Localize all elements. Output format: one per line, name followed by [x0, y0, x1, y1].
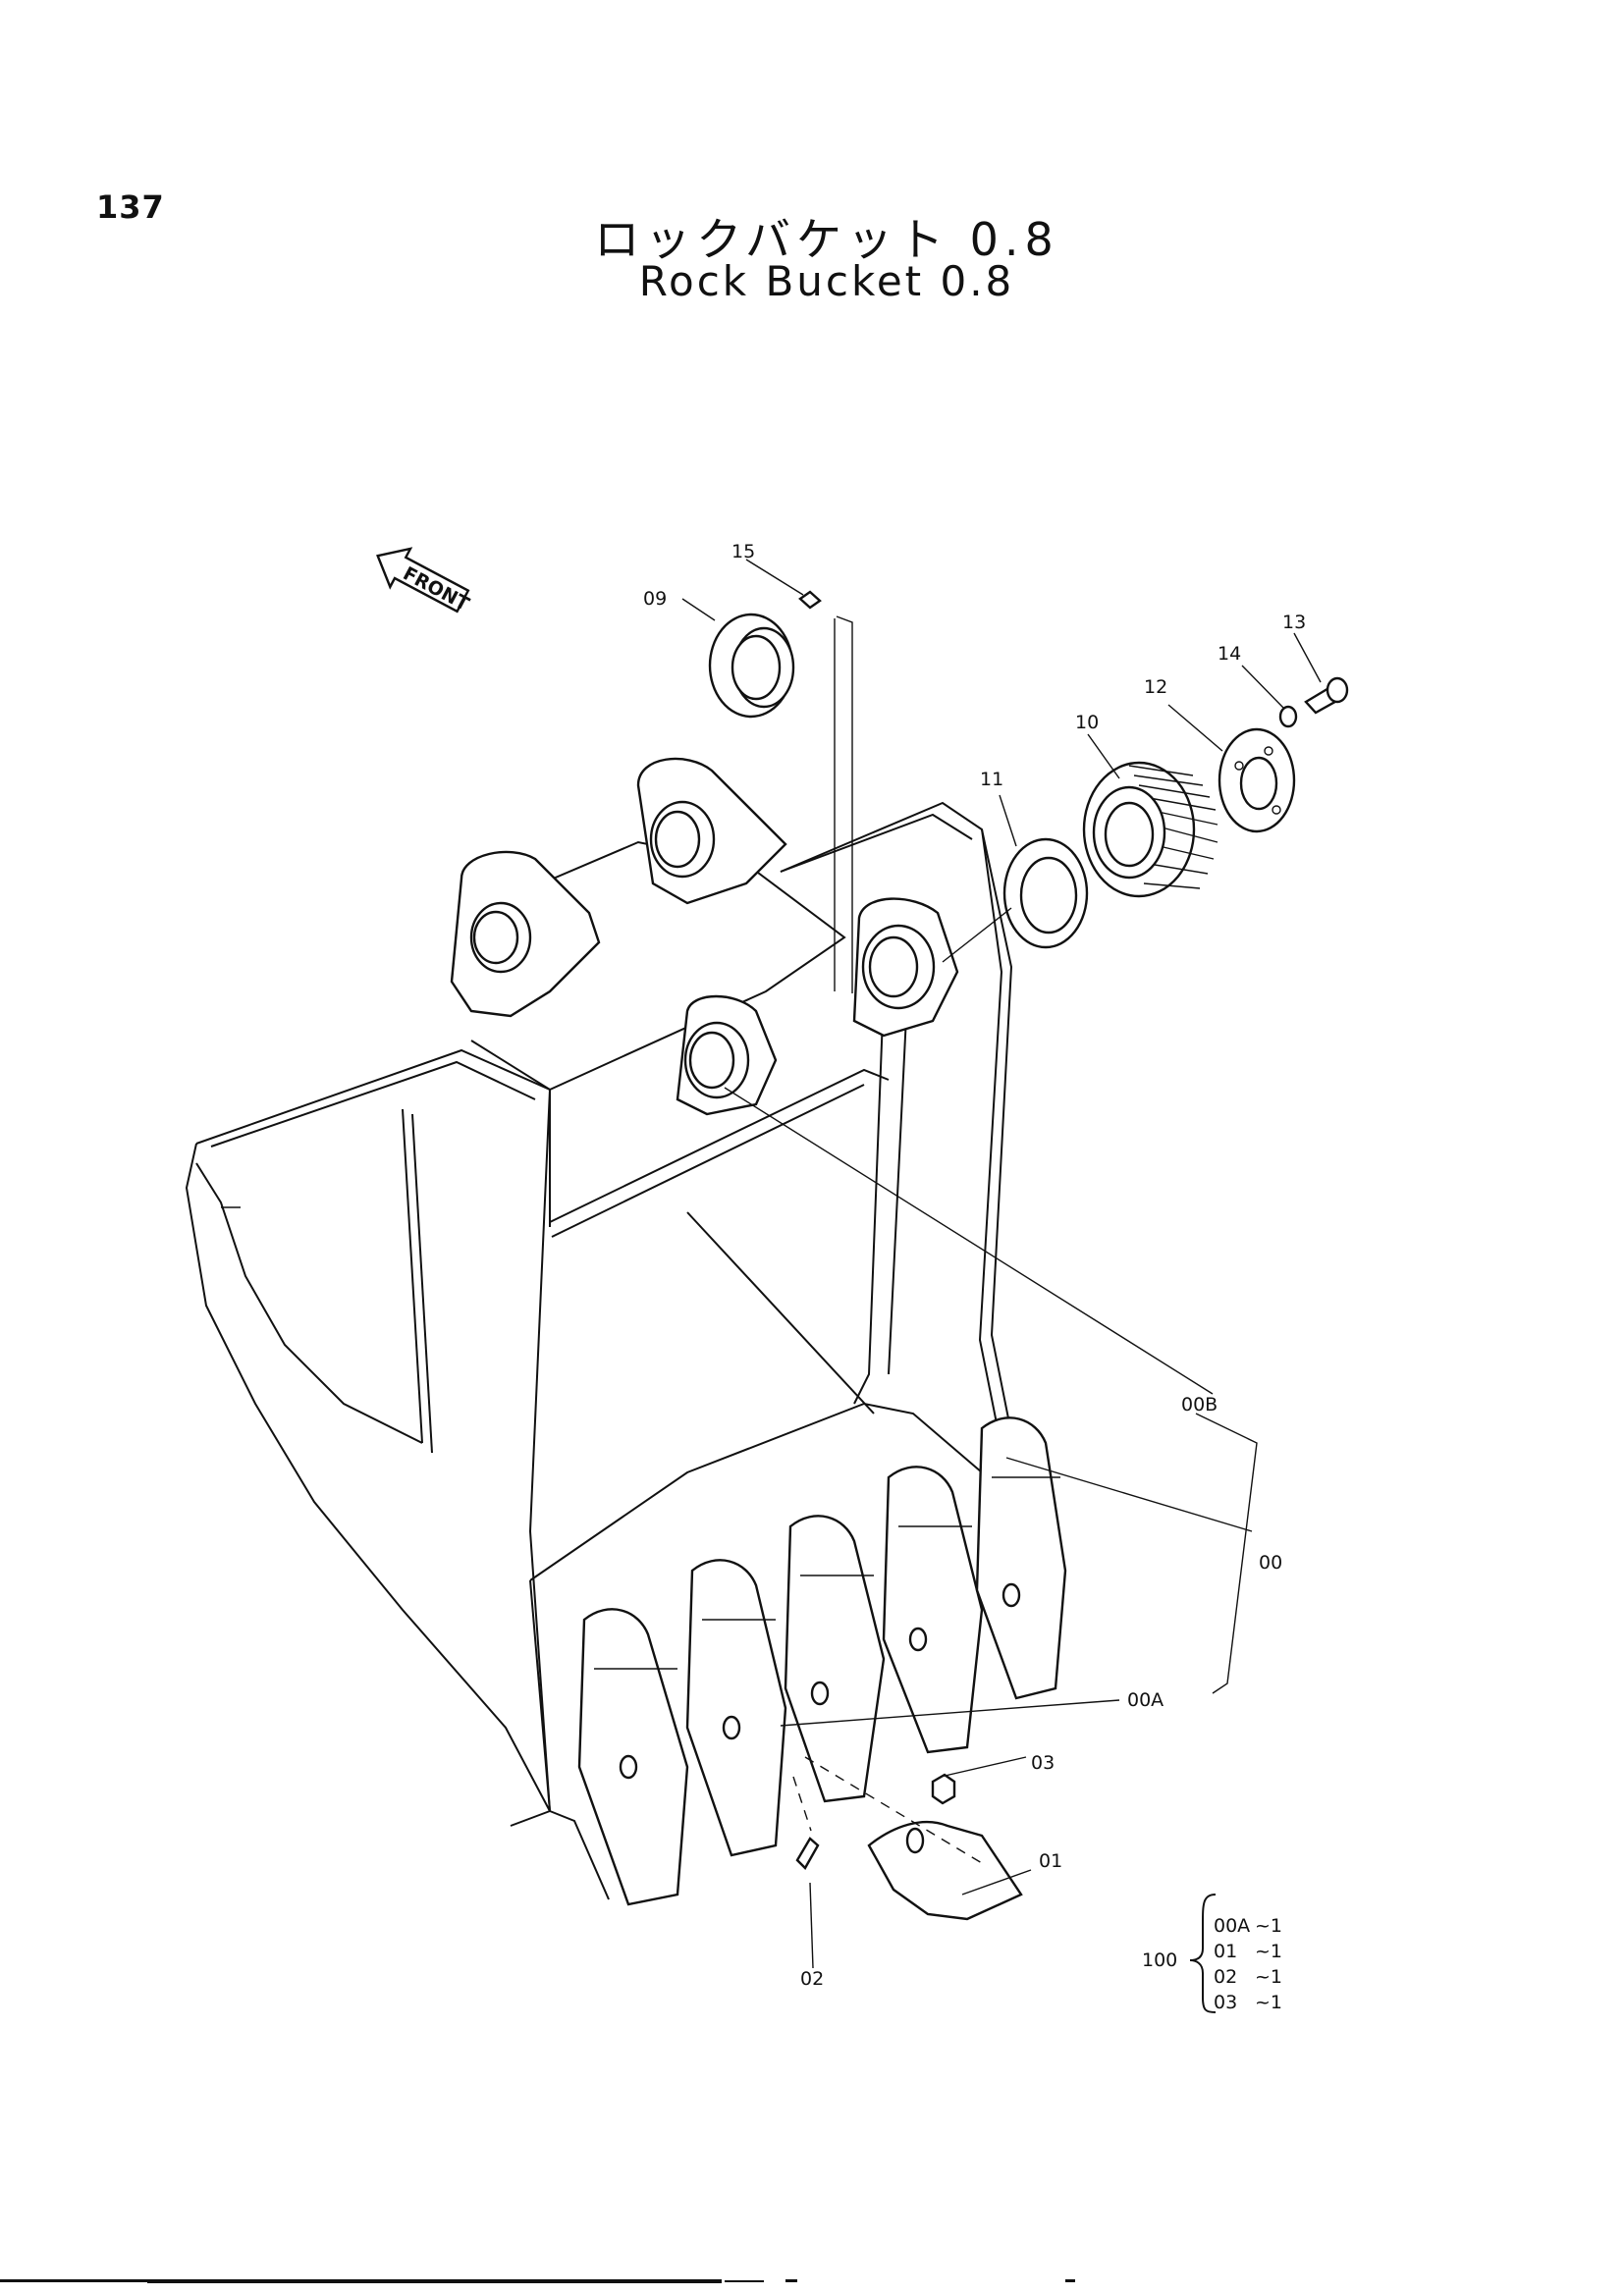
kit-item-qty: ~1	[1255, 1992, 1282, 2013]
leader-lines	[681, 559, 1322, 1969]
callout-03: 03	[1031, 1752, 1055, 1774]
kit-100-list: 100 00A ~1 01 ~1 02 ~1 03 ~1	[1142, 1894, 1282, 2013]
part-12-plate	[1218, 727, 1296, 833]
callout-09: 09	[643, 588, 667, 610]
callout-11: 11	[980, 769, 1003, 790]
kit-number: 100	[1142, 1949, 1177, 1971]
boss-lower	[676, 994, 778, 1116]
callout-00: 00	[1259, 1552, 1282, 1574]
callout-00A: 00A	[1127, 1689, 1164, 1711]
page-bottom-rule	[0, 2279, 1075, 2283]
page-number: 137	[96, 188, 165, 226]
callout-14: 14	[1218, 643, 1241, 665]
lug-ear-left	[450, 850, 601, 1018]
callout-01: 01	[1039, 1850, 1062, 1872]
part-13-bolt	[1304, 676, 1349, 715]
kit-item-part: 01	[1214, 1941, 1237, 1962]
title-english: Rock Bucket 0.8	[638, 257, 1015, 305]
kit-item-part: 03	[1214, 1992, 1237, 2013]
kit-item-qty: ~1	[1255, 1966, 1282, 1988]
kit-item-part: 02	[1214, 1966, 1237, 1988]
part-01-tooth-point	[867, 1820, 1023, 1921]
bucket-teeth	[549, 1416, 1067, 1906]
kit-item-qty: ~1	[1255, 1941, 1282, 1962]
tooth-3	[784, 1515, 886, 1803]
part-10-bushing	[1082, 761, 1218, 898]
bucket-body	[185, 757, 1028, 1827]
boss-right	[852, 897, 959, 1038]
lug-ear-top	[636, 757, 787, 905]
tooth-2	[685, 1559, 787, 1857]
part-02-lock	[795, 1837, 820, 1870]
part-03-pin	[931, 1773, 956, 1805]
part-15-pin	[798, 590, 822, 610]
callout-12: 12	[1144, 676, 1167, 698]
title-japanese: ロックバケット 0.8	[594, 213, 1059, 266]
tooth-1	[577, 1608, 689, 1906]
callout-labels: 15 09 13 14 12 10 11 00B 00 00A 03 01 02	[643, 541, 1306, 1990]
tooth-5	[975, 1416, 1067, 1700]
front-arrow-icon: FRONT	[376, 547, 472, 615]
callout-13: 13	[1282, 612, 1306, 633]
callout-00B: 00B	[1181, 1394, 1218, 1415]
tooth-4	[882, 1466, 984, 1754]
kit-item-part: 00A	[1214, 1915, 1250, 1937]
kit-item-qty: ~1	[1255, 1915, 1282, 1937]
part-11-shim-ring	[1002, 837, 1089, 949]
part-14-washer	[1278, 705, 1298, 728]
callout-02: 02	[800, 1968, 824, 1990]
callout-10: 10	[1075, 712, 1099, 733]
callout-15: 15	[731, 541, 755, 562]
part-09-pin-cap	[708, 613, 795, 719]
